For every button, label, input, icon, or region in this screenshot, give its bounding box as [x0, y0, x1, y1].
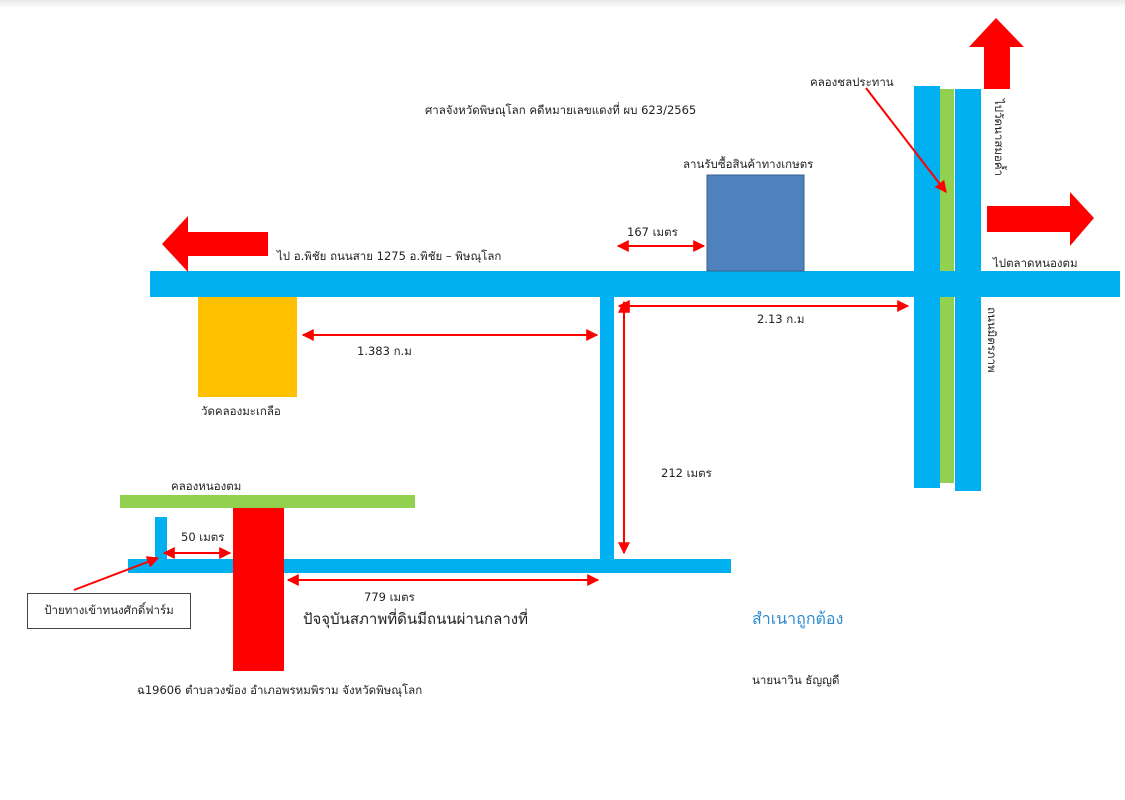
temple-block: [198, 297, 297, 397]
irrigation-canal-lower: [940, 297, 954, 483]
current-condition-label: ปัจจุบันสภาพที่ดินมีถนนผ่านกลางที่: [303, 610, 528, 628]
arrow-right-icon: [987, 192, 1094, 246]
entrance-sign-label: ป้ายทางเข้าทนงศักดิ์ฟาร์ม: [44, 603, 174, 617]
page-top-shadow: [0, 0, 1125, 8]
entrance-road: [155, 517, 167, 563]
distance-779-label: 779 เมตร: [364, 590, 415, 604]
to-market-label: ไปตลาดหนองตม: [993, 256, 1078, 270]
lower-road: [128, 559, 731, 573]
pointer-arrow-entrance: [73, 556, 160, 591]
distance-167-label: 167 เมตร: [627, 225, 678, 239]
branch-road-vertical: [600, 297, 614, 565]
irrigation-canal-upper: [940, 89, 954, 271]
temple-label: วัดคลองมะเกลือ: [201, 404, 281, 418]
distance-212-label: 212 เมตร: [661, 466, 712, 480]
certified-copy-label: สำเนาถูกต้อง: [752, 609, 844, 628]
to-temple-up-label: ไปวัดนาสมอค้ำ: [992, 99, 1006, 176]
canal-nong-tom-label: คลองหนองตม: [171, 479, 242, 493]
distance-2130-label: 2.13 ก.ม: [757, 312, 805, 326]
distance-1383-label: 1.383 ก.ม: [357, 344, 412, 358]
warehouse-label: ลานรับซื้อสินค้าทางเกษตร: [683, 157, 814, 171]
parcel-label: ฉ19606 ตำบลวงฆ้อง อำเภอพรหมพิราม จังหวัด…: [137, 683, 423, 697]
arrow-up-icon: [969, 18, 1024, 89]
main-road-label: ไป อ.พิชัย ถนนสาย 1275 อ.พิชัย – พิษณุโล…: [277, 249, 502, 263]
pointer-arrow-canal: [865, 87, 947, 193]
arrow-left-icon: [162, 216, 268, 272]
distance-50-label: 50 เมตร: [181, 530, 225, 544]
court-case-label: ศาลจังหวัดพิษณุโลก คดีหมายเลขแดงที่ ผบ 6…: [425, 103, 697, 117]
warehouse-block: [706, 174, 805, 272]
signer-label: นายนาวิน ธัญญดี: [752, 673, 840, 687]
irrigation-canal-label: คลองชลประทาน: [810, 75, 894, 89]
highway-left-lane: [914, 86, 940, 488]
highway-right-lane: [955, 89, 981, 491]
entrance-sign-box: ป้ายทางเข้าทนงศักดิ์ฟาร์ม: [27, 593, 191, 629]
side-road-label: ถนนมิตรภาพ: [985, 307, 999, 373]
land-parcel: [233, 508, 284, 671]
canal-nong-tom: [120, 495, 415, 508]
